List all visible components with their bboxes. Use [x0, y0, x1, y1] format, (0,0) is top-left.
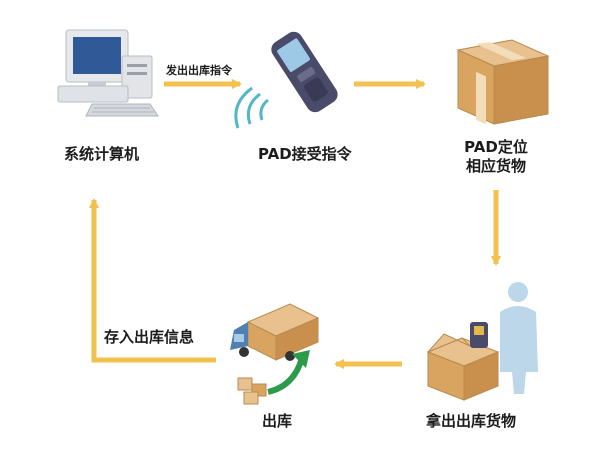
delivery-truck-icon: [230, 303, 320, 405]
node-label-take-out: 拿出出库货物: [426, 412, 517, 430]
node-label-pad-locate-line2: 相应货物: [465, 156, 526, 175]
node-label-outbound: 出库: [262, 412, 293, 430]
edge-label-send-command: 发出出库指令: [166, 64, 232, 77]
cardboard-box-icon: [456, 39, 550, 125]
edge-label-store-info: 存入出库信息: [104, 328, 195, 346]
node-label-computer: 系统计算机: [64, 145, 140, 163]
arrow-return-to-computer: [89, 198, 216, 363]
node-label-pad-receive: PAD接受指令: [258, 145, 352, 163]
pad-device-icon: [234, 31, 338, 129]
worker-with-box-icon: [426, 282, 538, 401]
computer-icon: [57, 29, 159, 117]
node-label-pad-locate-line1: PAD定位: [464, 138, 528, 156]
flow-arrows: [89, 79, 501, 369]
node-label-pad-locate: PAD定位 相应货物: [450, 138, 542, 176]
